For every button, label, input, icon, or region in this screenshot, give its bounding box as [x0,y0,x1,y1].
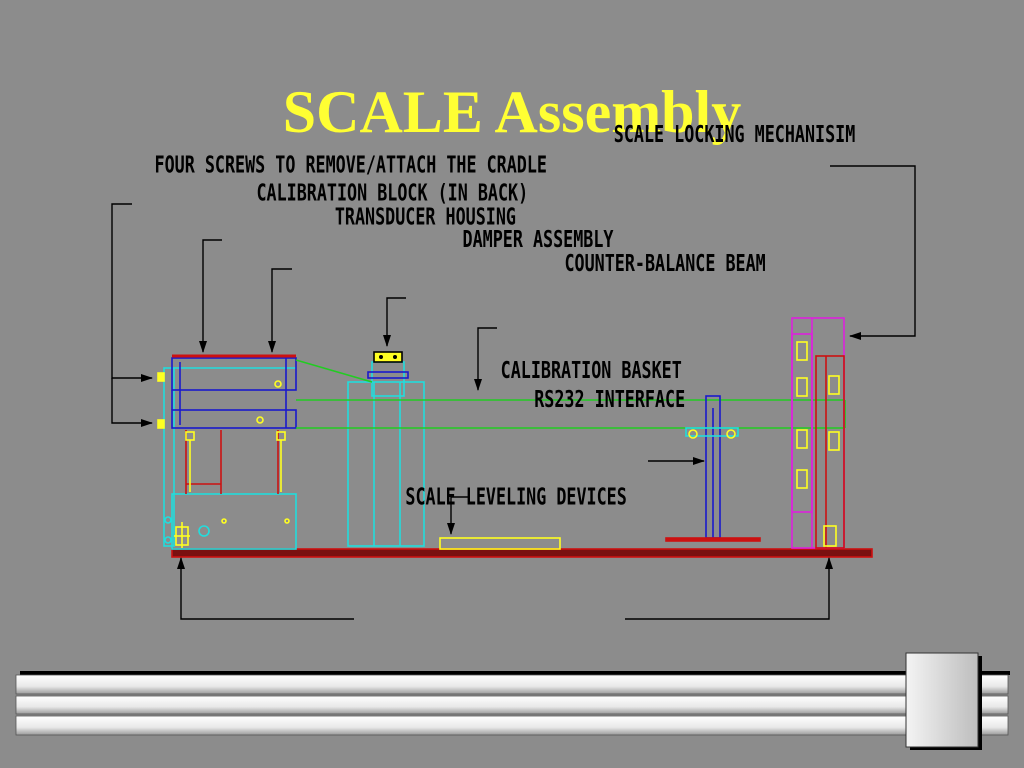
label-counter-balance-beam: COUNTER-BALANCE BEAM [564,249,765,276]
label-transducer-housing: TRANSDUCER HOUSING [335,203,516,230]
label-four-screws: FOUR SCREWS TO REMOVE/ATTACH THE CRADLE [155,151,547,178]
mechanical-drawing [157,317,873,558]
label-leveling-devices: SCALE LEVELING DEVICES [405,483,626,510]
label-rs232-interface: RS232 INTERFACE [534,385,685,412]
damper-assembly [347,351,425,547]
callout-labels: SCALE LOCKING MECHANISIM FOUR SCREWS TO … [155,120,856,510]
counter-balance-beam [295,359,846,429]
label-calibration-block: CALIBRATION BLOCK (IN BACK) [256,179,528,206]
rs232-box [439,537,561,550]
label-calibration-basket: CALIBRATION BASKET [501,356,682,383]
calibration-basket [665,395,761,542]
label-damper-assembly: DAMPER ASSEMBLY [463,225,614,252]
locking-mechanism [791,317,845,549]
left-support [163,367,297,550]
left-support-bolts [157,372,290,548]
slide-title: SCALE Assembly [282,79,742,145]
transducer-housing [171,357,297,429]
cradle-legs [185,430,279,494]
label-locking-mechanism: SCALE LOCKING MECHANISIM [614,120,855,147]
footer-decoration [15,652,1010,750]
callout-leaders [111,165,916,620]
base-plate [171,548,873,558]
